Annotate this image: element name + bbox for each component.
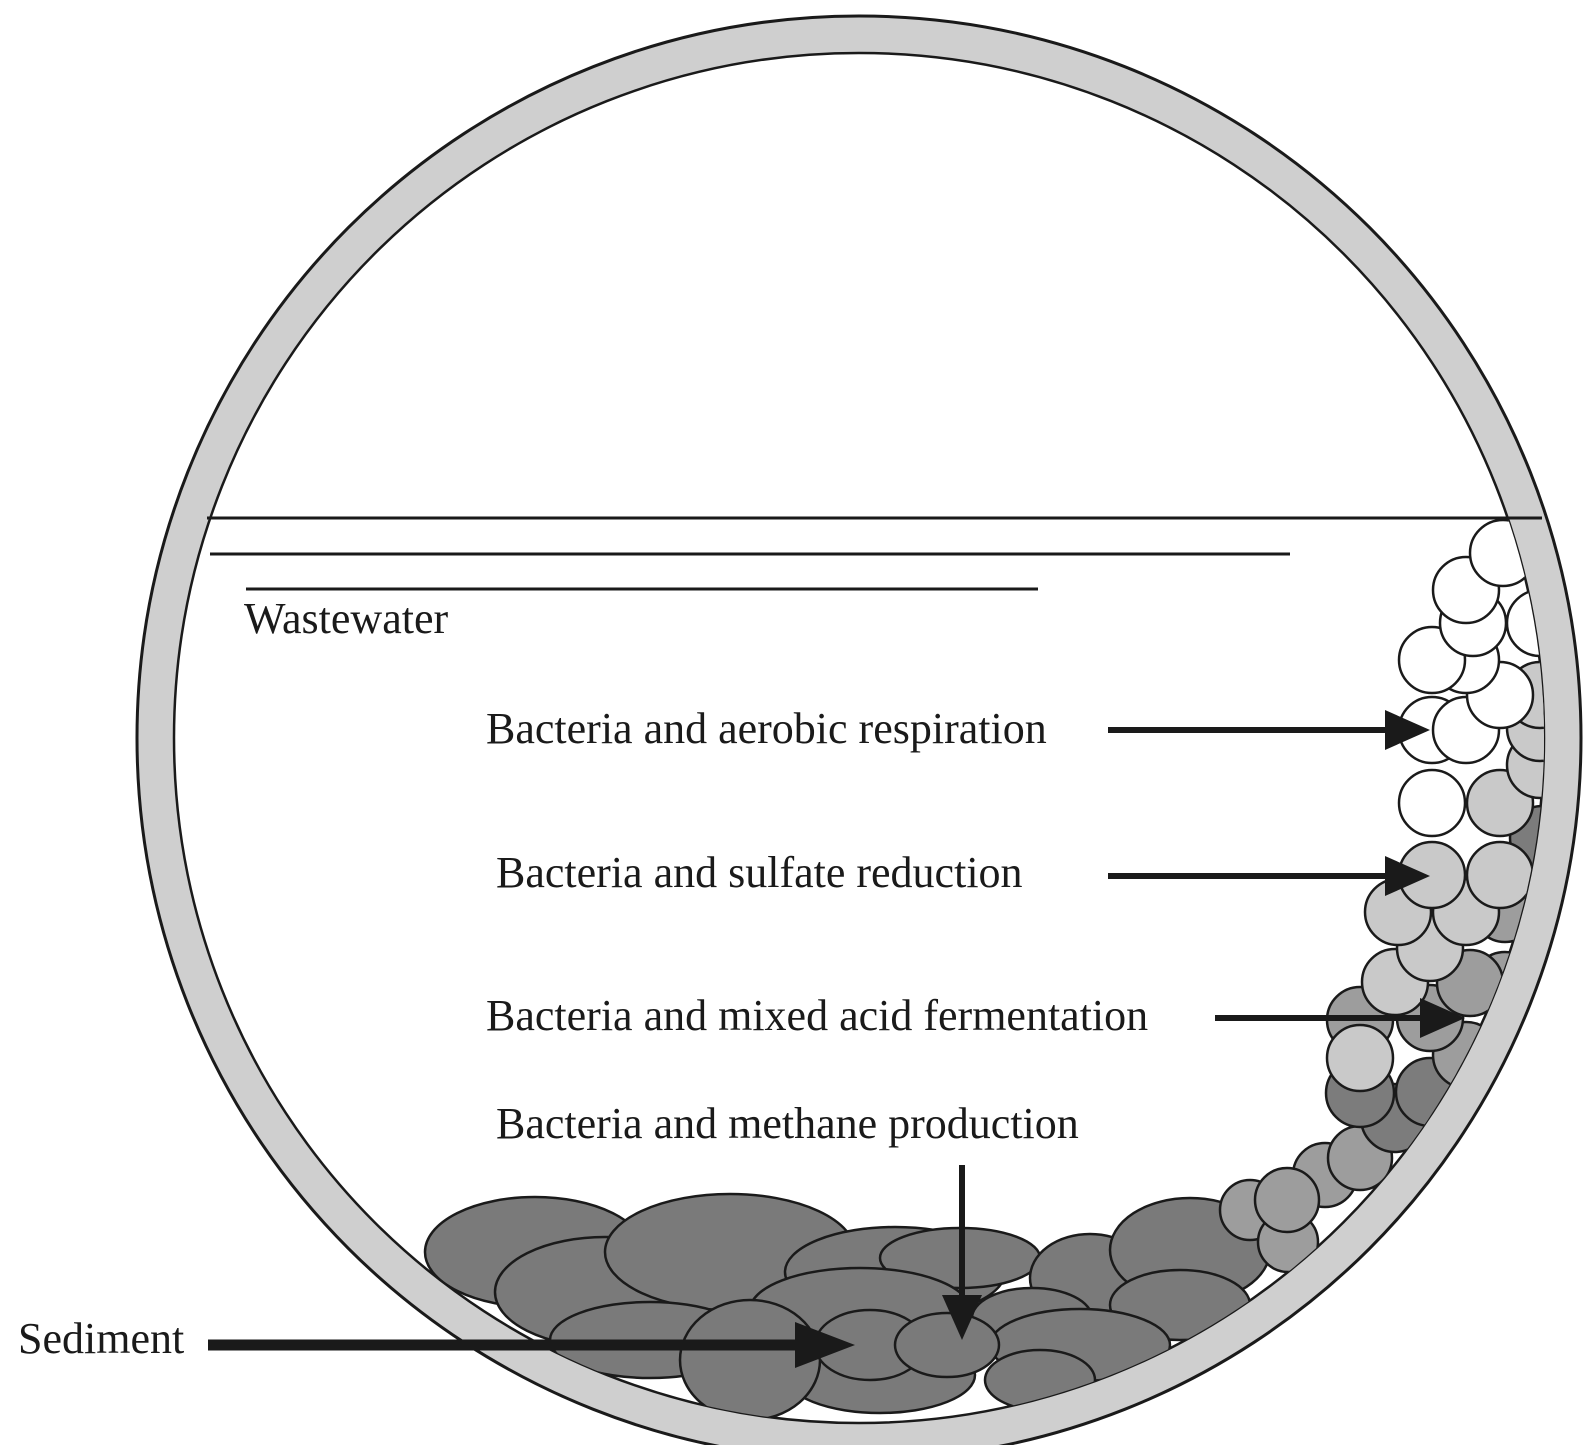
methane-label: Bacteria and methane production (496, 1099, 1079, 1148)
sediment-label: Sediment (18, 1314, 184, 1363)
bacterium-methane (1255, 1168, 1319, 1232)
fermentation-label: Bacteria and mixed acid fermentation (486, 991, 1148, 1040)
bacterium-aerobic (1399, 770, 1465, 836)
wastewater-label: Wastewater (244, 594, 448, 643)
sulfate-label: Bacteria and sulfate reduction (496, 848, 1023, 897)
aerobic-label: Bacteria and aerobic respiration (486, 704, 1047, 753)
bacterium-sulfate (1467, 842, 1533, 908)
sediment-grain (895, 1313, 999, 1377)
bacterium-fermentation (1327, 1025, 1393, 1091)
